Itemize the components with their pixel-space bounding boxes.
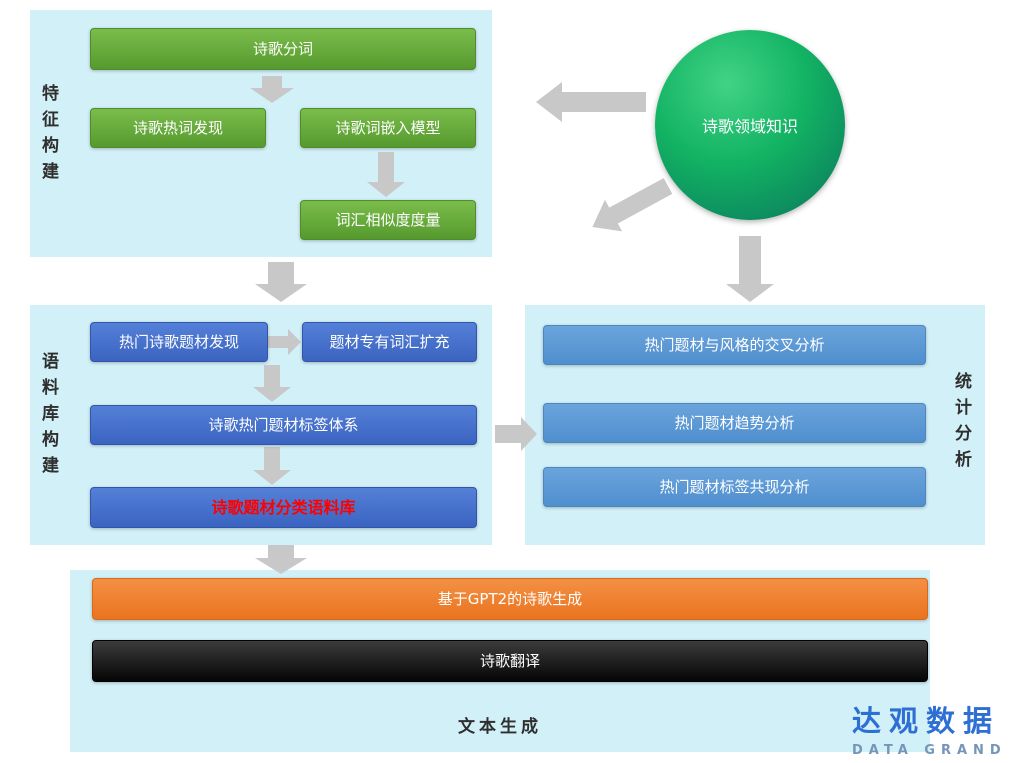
node-poetry-translation: 诗歌翻译 (92, 640, 928, 682)
node-similarity-measure: 词汇相似度度量 (300, 200, 476, 240)
knowledge-circle-label: 诗歌领域知识 (701, 117, 798, 136)
arrow-knowledge-diagonal (592, 178, 673, 232)
node-vocab-expansion: 题材专有词汇扩充 (302, 322, 477, 362)
logo-english-text: DATA GRAND (852, 743, 1007, 758)
node-poetry-domain-knowledge: 诗歌领域知识 (655, 30, 845, 220)
node-trend-analysis: 热门题材趋势分析 (543, 403, 926, 443)
node-hot-word-discovery: 诗歌热词发现 (90, 108, 266, 148)
generation-panel-label: 文本生成 (458, 717, 542, 737)
arrow-knowledge-to-stats (726, 236, 774, 302)
node-classified-corpus: 诗歌题材分类语料库 (90, 487, 477, 528)
feature-panel-label: 特征构建 (38, 84, 58, 188)
arrow-feature-to-corpus (255, 262, 307, 302)
node-gpt2-generation: 基于GPT2的诗歌生成 (92, 578, 928, 620)
node-tag-system: 诗歌热门题材标签体系 (90, 405, 477, 445)
datagrand-logo: 达观数据 DATA GRAND (852, 698, 1012, 758)
stats-panel-label: 统计分析 (951, 372, 971, 476)
arrow-knowledge-to-feature (536, 82, 646, 122)
node-cross-analysis: 热门题材与风格的交叉分析 (543, 325, 926, 365)
node-word-embedding-model: 诗歌词嵌入模型 (300, 108, 476, 148)
node-topic-discovery: 热门诗歌题材发现 (90, 322, 268, 362)
node-poetry-segmentation: 诗歌分词 (90, 28, 476, 70)
node-cooccurrence-analysis: 热门题材标签共现分析 (543, 467, 926, 507)
logo-chinese-text: 达观数据 (852, 704, 1001, 738)
corpus-panel-label: 语料库构建 (38, 352, 58, 482)
